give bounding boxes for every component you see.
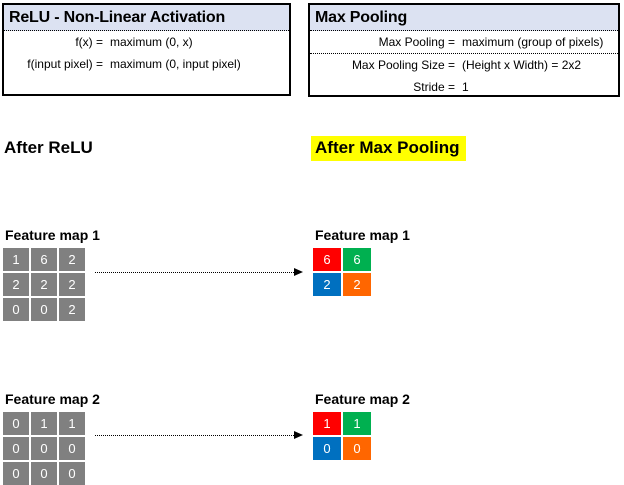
grid-cell: 2	[59, 273, 85, 296]
grid-cell: 6	[313, 248, 341, 271]
formula-rhs: (Height x Width) = 2x2	[462, 58, 582, 72]
grid-cell: 2	[3, 273, 29, 296]
grid-cell: 0	[31, 437, 57, 460]
grid-cell: 0	[3, 412, 29, 435]
grid-cell: 6	[343, 248, 371, 271]
grid-cell: 1	[3, 248, 29, 271]
relu-formula-general: f(x) = maximum (0, x)	[4, 31, 289, 53]
grid-cell: 6	[31, 248, 57, 271]
grid-cell: 0	[313, 437, 341, 460]
formula-rhs: maximum (0, input pixel)	[110, 57, 241, 71]
maxpool-definition-box: Max Pooling Max Pooling = maximum (group…	[308, 3, 620, 97]
grid-cell: 0	[59, 462, 85, 485]
arrow-right-icon	[95, 431, 303, 440]
arrow-shaft	[95, 272, 294, 273]
grid-cell: 2	[31, 273, 57, 296]
feature-map-1-relu-label: Feature map 1	[5, 227, 100, 243]
grid-cell: 1	[59, 412, 85, 435]
formula-lhs: Max Pooling =	[378, 35, 455, 49]
arrow-head	[294, 268, 303, 276]
grid-cell: 0	[3, 462, 29, 485]
grid-cell: 1	[343, 412, 371, 435]
arrow-shaft	[95, 435, 294, 436]
grid-cell: 2	[313, 273, 341, 296]
grid-cell: 2	[59, 298, 85, 321]
formula-rhs: 1	[462, 80, 469, 94]
formula-lhs: f(x) =	[75, 35, 103, 49]
grid-cell: 1	[31, 412, 57, 435]
formula-rhs: maximum (0, x)	[110, 35, 193, 49]
after-max-pooling-heading: After Max Pooling	[311, 136, 466, 161]
grid-cell: 0	[3, 437, 29, 460]
formula-rhs: maximum (group of pixels)	[462, 35, 604, 49]
relu-box-title: ReLU - Non-Linear Activation	[4, 5, 289, 31]
maxpool-formula-definition: Max Pooling = maximum (group of pixels)	[310, 31, 618, 54]
grid-cell: 2	[59, 248, 85, 271]
grid-cell: 0	[31, 462, 57, 485]
feature-map-2-pooled-label: Feature map 2	[315, 391, 410, 407]
feature-map-1-pooled-label: Feature map 1	[315, 227, 410, 243]
grid-cell: 0	[31, 298, 57, 321]
grid-cell: 0	[343, 437, 371, 460]
arrow-head	[294, 431, 303, 439]
after-relu-heading: After ReLU	[4, 138, 93, 157]
relu-definition-box: ReLU - Non-Linear Activation f(x) = maxi…	[2, 3, 291, 96]
grid-cell: 1	[313, 412, 341, 435]
arrow-right-icon	[95, 268, 303, 277]
grid-cell: 2	[343, 273, 371, 296]
grid-cell: 0	[59, 437, 85, 460]
relu-formula-pixel: f(input pixel) = maximum (0, input pixel…	[4, 53, 289, 75]
formula-lhs: Stride =	[413, 80, 455, 94]
maxpool-formula-stride: Stride = 1	[310, 76, 618, 98]
grid-cell: 0	[3, 298, 29, 321]
formula-lhs: f(input pixel) =	[27, 57, 103, 71]
feature-map-2-relu-label: Feature map 2	[5, 391, 100, 407]
formula-lhs: Max Pooling Size =	[351, 58, 455, 72]
maxpool-box-title: Max Pooling	[310, 5, 618, 31]
maxpool-formula-size: Max Pooling Size = (Height x Width) = 2x…	[310, 54, 618, 76]
